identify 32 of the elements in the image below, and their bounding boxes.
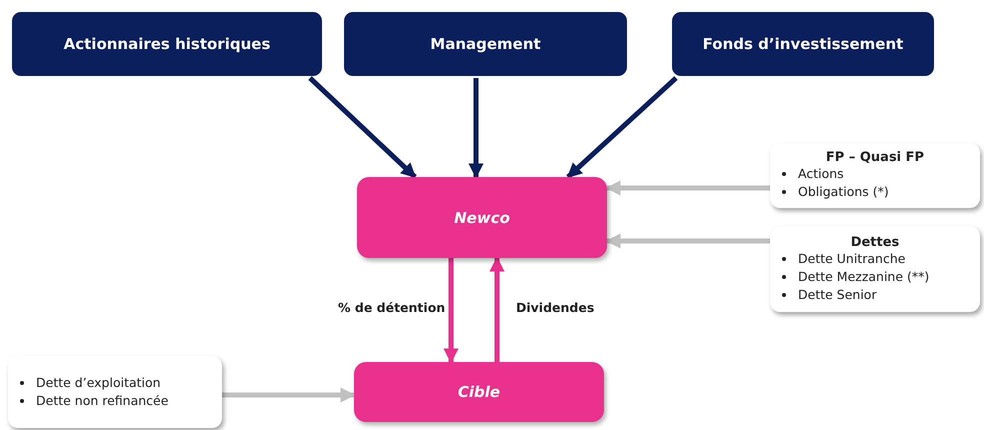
arrow [566,76,678,179]
bullet-item: Dette non refinancée [36,392,168,410]
bullet-item: Dette d’exploitation [36,374,161,392]
list-card [770,226,980,312]
arrow [606,234,770,248]
list-heading: FP – Quasi FP [824,150,926,165]
entity-box [357,177,607,258]
bullet-item: Dette Unitranche [798,250,906,268]
bullet-item: Obligations (*) [798,183,889,201]
arrow [606,180,770,196]
stakeholder-box [12,12,322,76]
box-label: Management [430,35,541,53]
entity-box [354,362,604,422]
box-label: Fonds d’investissement [702,35,904,53]
list-card [770,143,980,208]
list-heading: Dettes [850,234,900,250]
box-label: Cible [458,383,500,401]
box-label: Newco [454,208,510,226]
edge-label: Dividendes [514,300,596,315]
list-card [8,356,222,428]
arrow [444,258,458,364]
stakeholder-box [672,12,934,76]
box-label: Actionnaires historiques [64,35,270,53]
arrow [222,388,356,402]
bullet-item: Dette Senior [798,286,877,304]
edge-label: % de détention [336,300,448,315]
arrow [308,76,417,179]
arrow [468,78,484,178]
arrow [490,256,504,362]
bullet-item: Dette Mezzanine (**) [798,268,930,286]
bullet-item: Actions [798,165,844,183]
stakeholder-box [344,12,627,76]
